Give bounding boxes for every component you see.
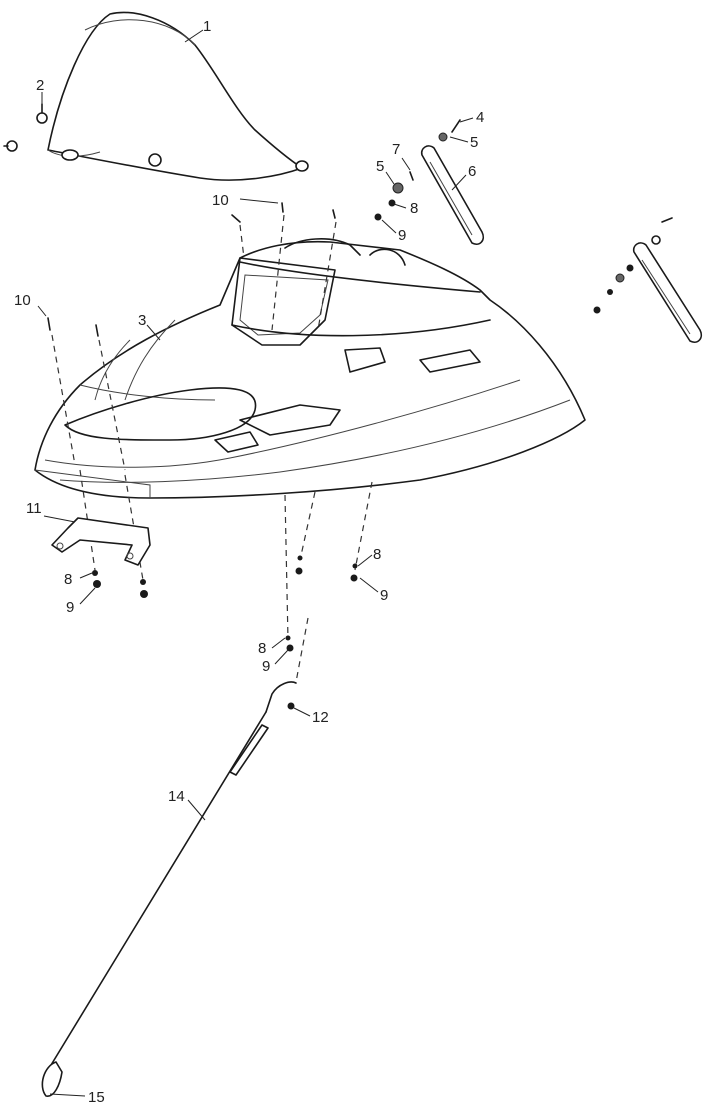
callout-5-lower: 5: [376, 158, 384, 175]
hood-part: [34, 238, 586, 499]
callout-12: 12: [312, 709, 329, 726]
callout-2: 2: [36, 77, 44, 94]
callout-1: 1: [203, 18, 211, 35]
callout-10-left: 10: [14, 292, 31, 309]
stay-bracket-right: [632, 217, 703, 343]
callout-7: 7: [392, 141, 400, 158]
leader-lines: [37, 29, 474, 1097]
windshield-part: [47, 11, 309, 181]
callout-9-left: 9: [66, 599, 74, 616]
callout-9-center: 9: [262, 658, 270, 675]
callout-6: 6: [468, 163, 476, 180]
loose-fastener: [3, 140, 18, 152]
assembly-lines: [51, 214, 373, 683]
stay-bracket-part-6: [420, 145, 485, 245]
callout-labels: 1 2 3 4 5 5 6 7 8 9 10 10 11 8 9 8 9 8 9…: [14, 18, 484, 1106]
lower-hardware: [92, 555, 358, 710]
callout-3: 3: [138, 312, 146, 329]
screw-part-2: [36, 103, 48, 124]
stay-hardware: [374, 119, 634, 314]
callout-10-top: 10: [212, 192, 229, 209]
hood-screws: [47, 202, 336, 337]
callout-9-right: 9: [380, 587, 388, 604]
callout-8-center: 8: [258, 640, 266, 657]
callout-11: 11: [26, 500, 42, 517]
callout-9-upper: 9: [398, 227, 406, 244]
callout-8-upper: 8: [410, 200, 418, 217]
callout-4: 4: [476, 109, 484, 126]
callout-5-upper: 5: [470, 134, 478, 151]
bracket-part-11: [51, 517, 151, 566]
support-rod-part-14: [41, 681, 297, 1097]
callout-8-right: 8: [373, 546, 381, 563]
callout-8-left: 8: [64, 571, 72, 588]
callout-14: 14: [168, 788, 185, 805]
callout-15: 15: [88, 1089, 105, 1106]
